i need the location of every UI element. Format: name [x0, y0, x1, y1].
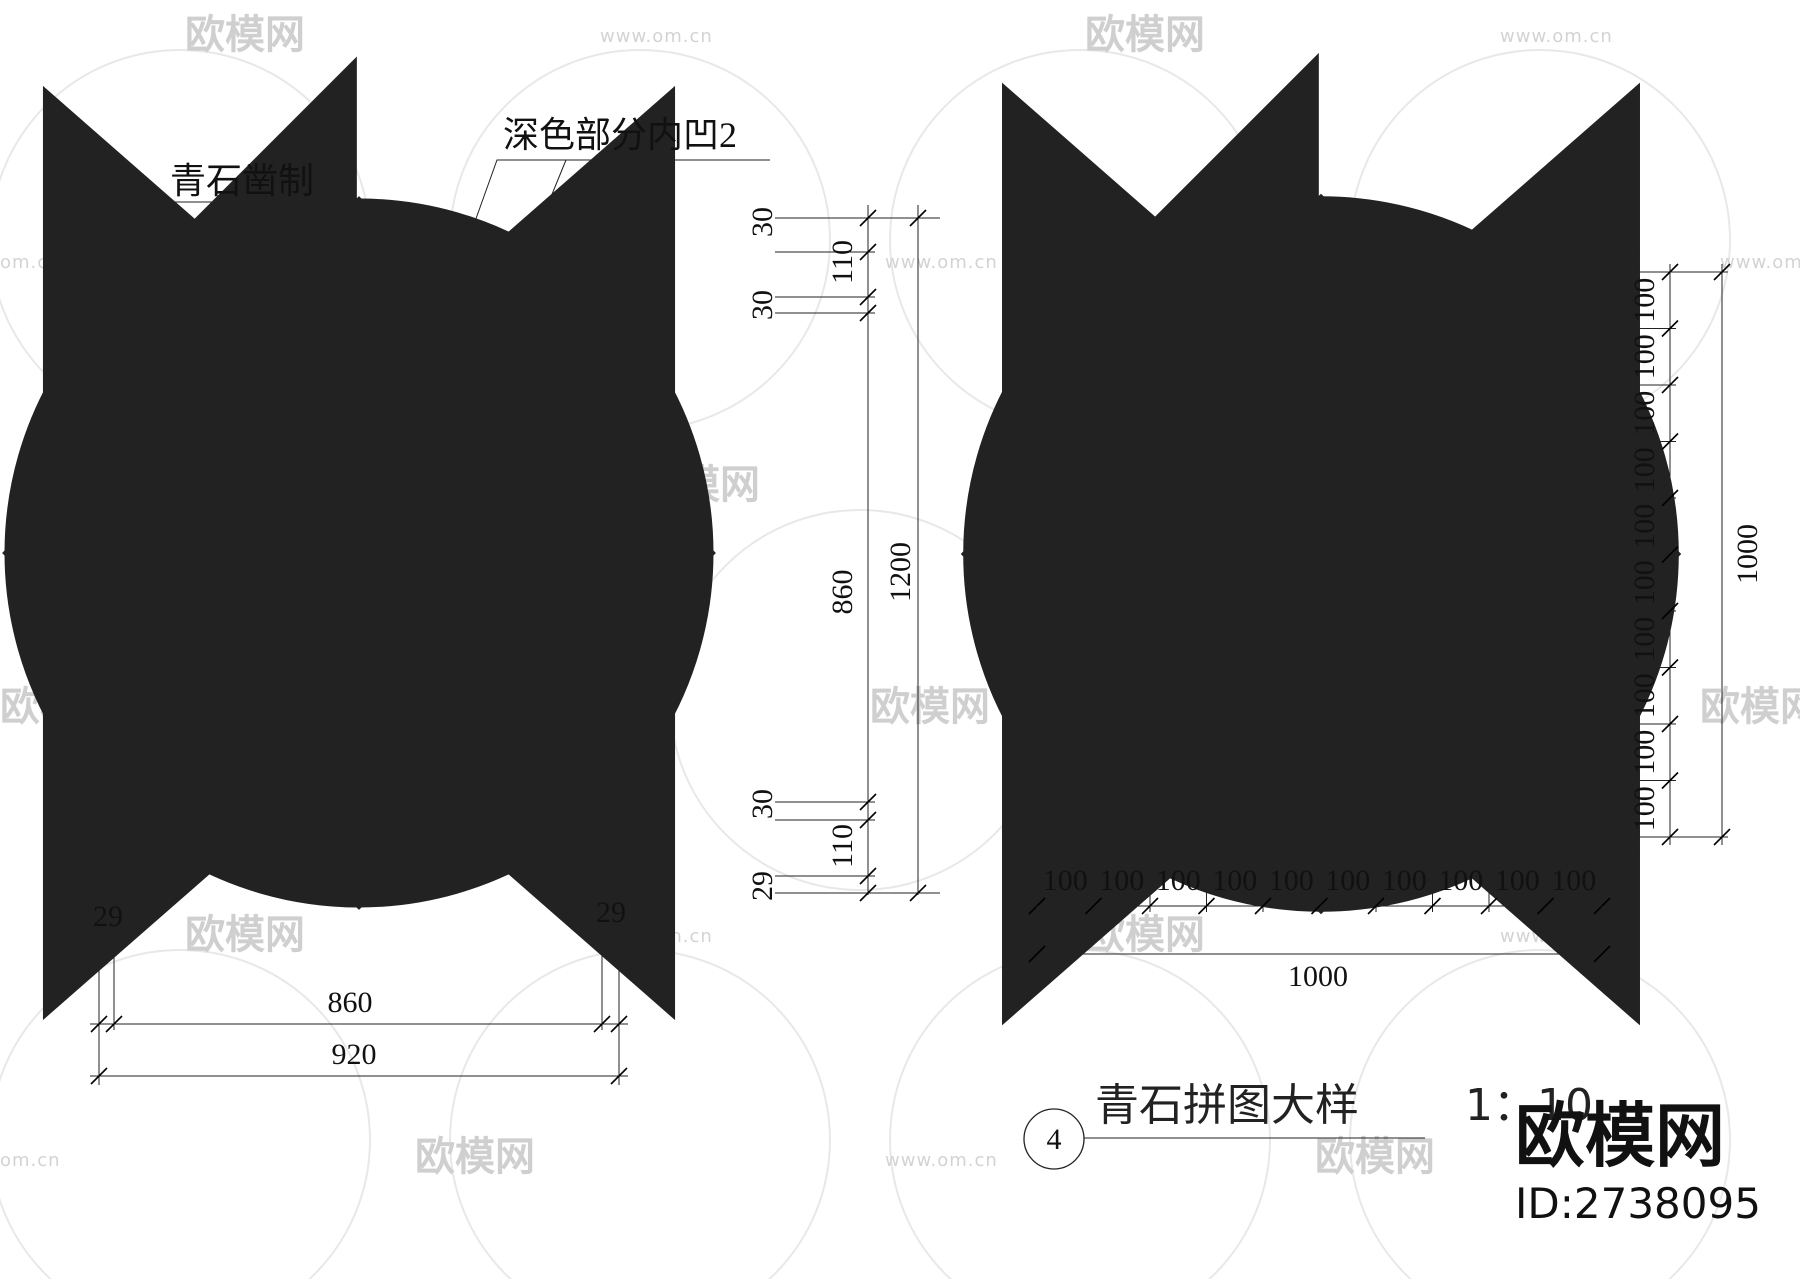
brand-block: 欧模网 ID:2738095	[1515, 1095, 1761, 1228]
watermark-url: www.om.cn	[1500, 26, 1613, 47]
grid-cell-label-x: 100	[1099, 864, 1144, 897]
dim-tick-x	[1480, 897, 1498, 915]
grid-cell-labels-x: 100 100 100 100 100 100 100 100 100 100	[1043, 864, 1597, 897]
grid-cell-label-y: 100	[1628, 673, 1661, 718]
watermark-url: www.om.cn	[885, 1150, 998, 1171]
section-dim-1: 30	[746, 207, 779, 237]
section-dim-2: 110	[826, 240, 859, 284]
watermark-brand: 欧模网	[415, 1134, 535, 1180]
drawing-scale: 1：10	[1465, 1080, 1593, 1131]
carved-stone-plan: 青石凿制 深色部分内凹2 29 29 860 920	[90, 115, 770, 1085]
watermark-url: www.om.cn	[1720, 252, 1800, 273]
label-recess: 深色部分内凹2	[503, 115, 737, 155]
grid-cell-labels-y: 100 100 100 100 100 100 100 100 100 100	[1628, 278, 1661, 832]
dim-tick-x	[1310, 897, 1329, 915]
dim-tick-x	[1141, 897, 1159, 915]
dim-tick-y	[1661, 545, 1679, 564]
dim-tick-x	[1423, 897, 1442, 915]
section-dim-4: 860	[826, 570, 859, 615]
watermark-brand: 欧模网	[1315, 1134, 1435, 1180]
grid-cell-label-x: 100	[1382, 864, 1427, 897]
watermark-url: www.om.cn	[600, 926, 713, 947]
label-material: 青石凿制	[170, 161, 314, 201]
dim-tick-y	[1713, 828, 1731, 846]
plan-ornament	[144, 338, 573, 767]
dim-inner: 860	[328, 986, 373, 1019]
grid-cell-label-y: 100	[1628, 447, 1661, 492]
watermark-brand: 欧模网	[1700, 684, 1800, 730]
grid-dimensions	[1028, 263, 1731, 963]
section-dim-3: 30	[746, 290, 779, 320]
grid-dim-total-y: 1000	[1731, 524, 1764, 584]
grid-cell-label-y: 100	[1628, 786, 1661, 831]
dim-tick-x	[1028, 945, 1046, 963]
watermark-url: om.cn	[0, 1150, 61, 1171]
grid-cell-label-x: 100	[1269, 864, 1314, 897]
drawing-title: 青石拼图大样	[1095, 1080, 1359, 1131]
grid-cell-label-y: 100	[1628, 334, 1661, 379]
grid-cell-label-x: 100	[1043, 864, 1088, 897]
dim-tick-y	[1713, 263, 1731, 281]
dim-tick-y	[1661, 432, 1679, 451]
grid-cell-label-x: 100	[1212, 864, 1257, 897]
brand-id: ID:2738095	[1515, 1179, 1761, 1228]
section-dim-7: 29	[746, 871, 779, 901]
dim-edge-right: 29	[596, 896, 626, 929]
dim-tick-y	[1661, 376, 1679, 394]
watermark-brand: 欧模网	[870, 684, 990, 730]
dim-tick-y	[1661, 319, 1679, 338]
dim-edge-left: 29	[93, 900, 123, 933]
watermark-url: www.om.cn	[600, 26, 713, 47]
dim-outer: 920	[332, 1038, 377, 1071]
grid-cell-label-x: 100	[1156, 864, 1201, 897]
dim-tick-x	[1084, 897, 1103, 915]
leader-material	[128, 201, 332, 301]
drawing-number-circle	[1023, 1108, 1085, 1170]
dim-tick-x	[1593, 945, 1611, 963]
watermark-brand: 欧模网	[185, 12, 305, 58]
title-block: 4 青石拼图大样 1：10	[1023, 1080, 1593, 1170]
dim-tick-x	[1367, 897, 1385, 915]
plan-dimensions	[90, 820, 628, 1085]
grid-dim-total-x: 1000	[1288, 960, 1348, 993]
brand-name: 欧模网	[1515, 1095, 1725, 1177]
dim-tick-y	[1661, 715, 1679, 733]
grid-cell-label-x: 100	[1438, 864, 1483, 897]
section-dim-total: 1200	[884, 542, 917, 602]
dim-tick-y	[1661, 771, 1679, 790]
grid-cell-label-y: 100	[1628, 278, 1661, 323]
grid-cell-label-x: 100	[1325, 864, 1370, 897]
grid-cell-label-y: 100	[1628, 730, 1661, 775]
drawing-number: 4	[1047, 1123, 1062, 1156]
dim-tick-x	[1536, 897, 1555, 915]
grid-cell-label-x: 100	[1551, 864, 1596, 897]
watermark-brand: 欧模网	[185, 912, 305, 958]
grid-cell-label-y: 100	[1628, 617, 1661, 662]
dim-tick-y	[1661, 602, 1679, 620]
watermark-url: www.om.cn	[885, 252, 998, 273]
section-dim-5: 30	[746, 789, 779, 819]
watermark-brand: 欧模网	[1085, 912, 1205, 958]
leader-recess-1	[419, 159, 770, 376]
watermark-brand: 欧模网	[1085, 12, 1205, 58]
dim-tick-x	[1197, 897, 1216, 915]
dim-tick-y	[1661, 658, 1679, 677]
leader-recess-2	[507, 159, 567, 303]
section-dim-6: 110	[826, 824, 859, 868]
grid-cell-label-y: 100	[1628, 391, 1661, 436]
dim-tick-x	[1254, 897, 1272, 915]
grid-cell-label-x: 100	[1495, 864, 1540, 897]
grid-ornament	[1104, 337, 1537, 770]
watermark-url: www.om.cn	[1500, 926, 1613, 947]
grid-cell-label-y: 100	[1628, 504, 1661, 549]
section-dimension-chain: 30 110 30 860 30 110 29 1200	[746, 205, 940, 902]
grid-cell-label-y: 100	[1628, 560, 1661, 605]
dim-tick-y	[1661, 489, 1679, 507]
